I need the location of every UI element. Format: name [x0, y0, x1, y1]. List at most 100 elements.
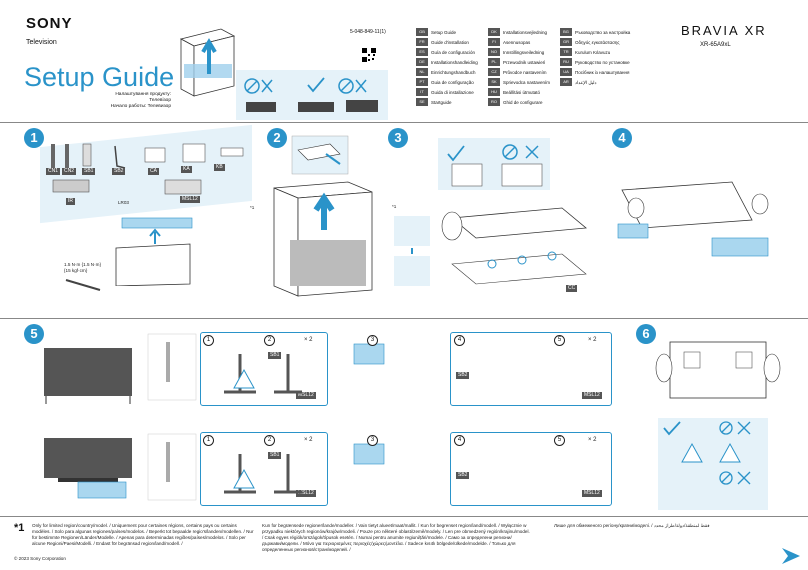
tag-sb1-row1: SB1 — [268, 352, 282, 359]
footer-note-1: Only for limited region/country/model. /… — [32, 523, 254, 546]
count-row2b: × 2 — [588, 437, 597, 443]
part-ka: KA — [181, 166, 192, 173]
tv-front-view-row2 — [44, 438, 132, 499]
separator-bottom — [0, 516, 808, 517]
subtitle: Налаштування продукту: Телевізор Начало … — [110, 92, 171, 109]
attach-stand-illustration — [617, 181, 769, 257]
box-open-detail — [291, 135, 349, 175]
step-1-badge: 1 — [24, 128, 44, 148]
tag-msl12-row2: MSL12 — [296, 490, 316, 497]
tag-sb2-row2: SB2 — [456, 472, 470, 479]
step5-row2-substeps-a — [200, 432, 328, 506]
screwdriver-icon — [65, 279, 101, 291]
substep-1: 1 — [203, 335, 214, 346]
sony-logo: SONY — [26, 15, 73, 32]
tv-front-view-row1 — [44, 348, 132, 404]
step-5-badge: 5 — [24, 324, 44, 344]
step-2-badge: 2 — [267, 128, 287, 148]
footer-note-2: Kun for begrænsede regioner/lande/modell… — [262, 523, 530, 552]
stand-position-row2 — [147, 433, 197, 501]
part-cn1: CN1 — [46, 168, 61, 175]
accessories-illustration — [51, 143, 244, 195]
substep-3: 3 — [367, 335, 378, 346]
handling-icons — [244, 77, 378, 112]
page-corner-arrow-icon — [782, 548, 800, 564]
substep-4: 4 — [454, 335, 465, 346]
part-lr03: LR03 — [118, 200, 129, 205]
tv-box-illustration — [179, 28, 236, 97]
footer-note-3: Лише для обмеженого регіону/країни/модел… — [554, 523, 710, 528]
footnote-mark-3: *1 — [392, 204, 397, 209]
stand-position-row1 — [147, 333, 197, 401]
separator-top — [0, 122, 808, 123]
page-title: Setup Guide — [24, 62, 175, 92]
part-kb: KB — [214, 164, 225, 171]
step5-row1-substeps-b — [450, 332, 612, 406]
part-ir: IR — [66, 198, 75, 205]
part-sb1: SB1 — [82, 168, 96, 175]
separator-middle — [0, 318, 808, 319]
tag-msl12-row2b: MSL12 — [582, 490, 602, 497]
screw-stand-row2 — [224, 454, 302, 494]
tag-sb1-row2: SB1 — [268, 452, 282, 459]
part-cc: CC — [566, 285, 578, 292]
product-type: Television — [26, 39, 57, 46]
tv-stand-illustration — [115, 217, 193, 286]
bravia-logo: BRAVIA XR — [681, 23, 767, 38]
footer-note-mark: *1 — [14, 522, 25, 534]
step-3-badge: 3 — [388, 128, 408, 148]
part-ca: CA — [148, 168, 159, 175]
substep-2: 2 — [264, 335, 275, 346]
part-msl12: MSL12 — [180, 196, 200, 203]
substep-5-row2: 5 — [554, 435, 565, 446]
part-cn2: CN2 — [62, 168, 77, 175]
count-row2: × 2 — [304, 437, 313, 443]
step5-row1-substeps-a — [200, 332, 328, 406]
screw-stand-row1 — [224, 354, 302, 394]
doc-number: 5-048-849-11(1) — [350, 29, 386, 35]
count-row1b: × 2 — [588, 337, 597, 343]
footnote-mark-1: *1 — [250, 205, 255, 210]
torque-spec: 1.5 N·m {1.5 N·m}{15 kgf·cm} — [64, 262, 102, 273]
copyright: © 2023 Sony Corporation — [14, 556, 66, 561]
substep-3-row2: 3 — [367, 435, 378, 446]
substep-5: 5 — [554, 335, 565, 346]
step3-do-dont-icons — [447, 144, 543, 187]
count-row1: × 2 — [304, 337, 313, 343]
part-sb2: SB2 — [112, 168, 126, 175]
substep-2-row2: 2 — [264, 435, 275, 446]
tag-sb2-row1: SB2 — [456, 372, 470, 379]
step-4-badge: 4 — [612, 128, 632, 148]
foot-insert-detail — [394, 216, 430, 286]
tv-standing-illustration — [655, 341, 781, 399]
tv-face-down-illustration — [441, 207, 587, 285]
qr-code-icon — [362, 48, 376, 62]
model-number: XR-65A9xL — [700, 42, 731, 48]
tag-msl12-row1b: MSL12 — [582, 392, 602, 399]
substep-1-row2: 1 — [203, 435, 214, 446]
step5-row2-substeps-b — [450, 432, 612, 506]
step6-do-dont-icons — [663, 421, 751, 485]
tag-msl12-row1: MSL12 — [296, 392, 316, 399]
